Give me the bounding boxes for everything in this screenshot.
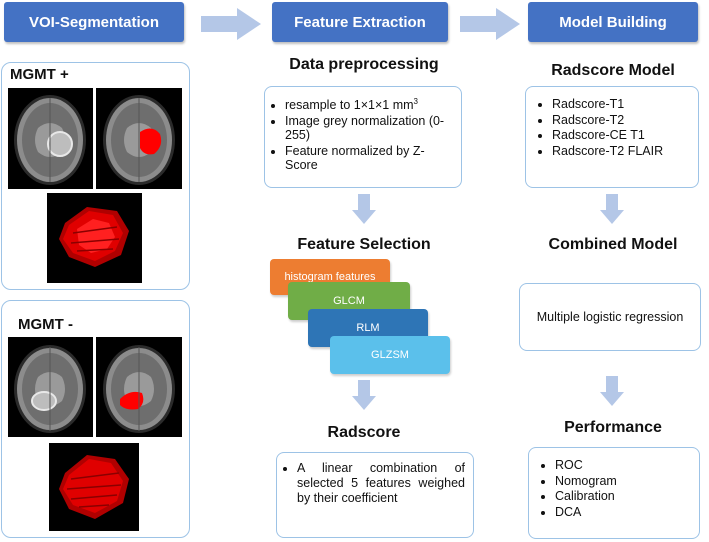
down-arrow-icon xyxy=(352,194,376,224)
data-preprocessing-box: resample to 1×1×1 mm3 Image grey normali… xyxy=(264,86,462,188)
header-model-building: Model Building xyxy=(528,2,698,42)
mri-segmented-image xyxy=(96,337,182,437)
tumor-3d-render xyxy=(47,193,142,283)
radscore-model-item: Radscore-T2 FLAIR xyxy=(552,144,692,159)
glzsm-layer: GLZSM xyxy=(330,336,450,374)
preproc-item: Image grey normalization (0-255) xyxy=(285,114,455,143)
header-feature-extraction: Feature Extraction xyxy=(272,2,448,42)
radscore-model-item: Radscore-T1 xyxy=(552,97,692,112)
data-preprocessing-title: Data preprocessing xyxy=(289,56,439,73)
radscore-box: A linear combination of selected 5 featu… xyxy=(276,452,474,538)
down-arrow-icon xyxy=(600,376,624,406)
performance-item: Nomogram xyxy=(555,474,693,489)
combined-model-text: Multiple logistic regression xyxy=(536,310,684,324)
mri-contrast-image xyxy=(8,88,93,189)
preproc-item: resample to 1×1×1 mm3 xyxy=(285,95,455,113)
radscore-item: A linear combination of selected 5 featu… xyxy=(297,461,465,506)
mgmt-negative-label: MGMT - xyxy=(18,316,73,333)
tumor-3d-render xyxy=(49,443,139,531)
preproc-item: Feature normalized by Z-Score xyxy=(285,144,455,173)
mri-segmented-image xyxy=(96,88,182,189)
mri-contrast-image xyxy=(8,337,93,437)
radscore-model-item: Radscore-CE T1 xyxy=(552,128,692,143)
mgmt-positive-label: MGMT + xyxy=(10,66,69,83)
performance-item: Calibration xyxy=(555,489,693,504)
combined-model-box: Multiple logistic regression xyxy=(519,283,701,351)
performance-item: DCA xyxy=(555,505,693,520)
down-arrow-icon xyxy=(352,380,376,410)
radscore-model-title: Radscore Model xyxy=(551,62,675,79)
performance-item: ROC xyxy=(555,458,693,473)
radscore-model-item: Radscore-T2 xyxy=(552,113,692,128)
performance-box: ROC Nomogram Calibration DCA xyxy=(528,447,700,539)
right-arrow-icon xyxy=(460,8,520,40)
right-arrow-icon xyxy=(201,8,261,40)
feature-selection-title: Feature Selection xyxy=(297,236,431,253)
header-voi-segmentation: VOI-Segmentation xyxy=(4,2,184,42)
radscore-title: Radscore xyxy=(327,424,401,441)
combined-model-title: Combined Model xyxy=(548,236,678,253)
radscore-model-box: Radscore-T1 Radscore-T2 Radscore-CE T1 R… xyxy=(525,86,699,188)
performance-title: Performance xyxy=(564,419,662,436)
down-arrow-icon xyxy=(600,194,624,224)
